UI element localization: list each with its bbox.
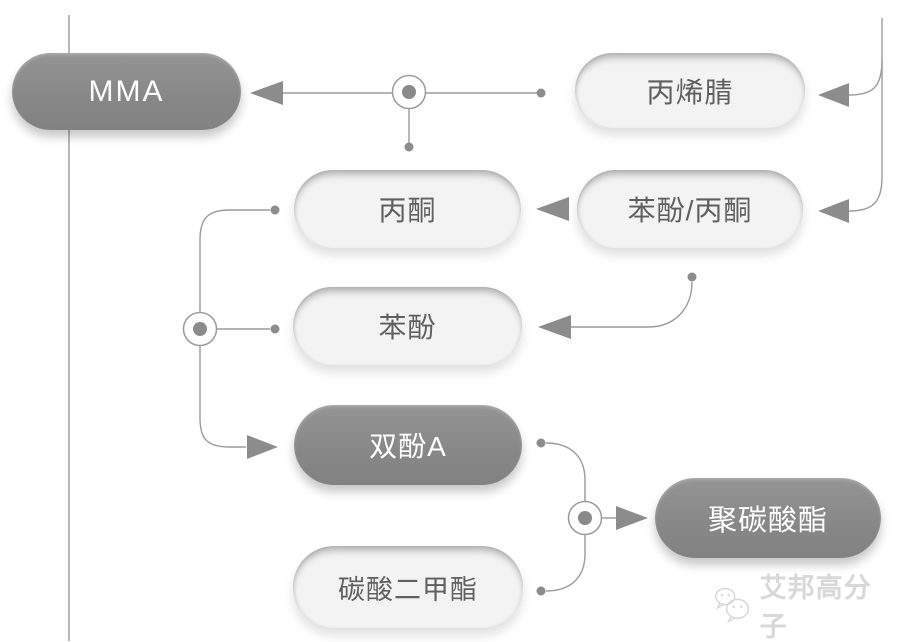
node-acetone-label: 丙酮 xyxy=(378,195,437,226)
node-acetone: 丙酮 xyxy=(294,170,521,248)
endpoint-dot xyxy=(536,88,546,98)
node-dimethyl-carbonate-label: 碳酸二甲酯 xyxy=(338,574,478,605)
arrowhead-left-icon xyxy=(818,83,849,107)
endpoint-dot xyxy=(536,438,546,448)
node-dimethyl-carbonate: 碳酸二甲酯 xyxy=(293,546,523,628)
wechat-icon xyxy=(715,587,750,624)
watermark: 艾邦高分子 xyxy=(712,573,892,642)
junction-left-icon xyxy=(182,311,218,347)
endpoint-dot xyxy=(270,324,280,334)
node-bisphenol-a: 双酚A xyxy=(294,405,522,485)
node-bisphenol-a-label: 双酚A xyxy=(369,431,447,462)
edge-phenol-acetone-to-acetone xyxy=(536,197,569,221)
edge-junction-top-to-acetone xyxy=(404,108,414,152)
arrowhead-left-icon xyxy=(250,81,283,105)
node-acrylonitrile-label: 丙烯腈 xyxy=(646,76,734,108)
node-phenol-acetone: 苯酚/丙酮 xyxy=(577,170,803,248)
endpoint-dot xyxy=(536,586,546,596)
edge-junction-bottom-to-polycarbonate xyxy=(601,506,648,530)
edge-junction-left-to-bisphenol-a xyxy=(199,345,278,459)
arrowhead-right-icon xyxy=(247,435,278,459)
edge-feed-to-phenol-acetone xyxy=(818,176,883,223)
node-phenol-label: 苯酚 xyxy=(378,312,437,343)
edge-phenol-to-junction-left xyxy=(216,324,280,334)
arrowhead-left-icon xyxy=(536,197,569,221)
edge-dimethyl-carbonate-to-junction-bottom xyxy=(536,535,586,596)
node-polycarbonate: 聚碳酸酯 xyxy=(655,478,881,558)
node-phenol-acetone-label: 苯酚/丙酮 xyxy=(627,195,753,226)
edge-bisphenol-a-to-junction-bottom xyxy=(536,438,586,501)
node-polycarbonate-label: 聚碳酸酯 xyxy=(707,505,828,537)
node-mma-label: MMA xyxy=(88,74,165,108)
node-acrylonitrile: 丙烯腈 xyxy=(575,53,805,128)
arrowhead-left-icon xyxy=(538,315,571,339)
edge-acetone-to-junction-left xyxy=(199,205,280,313)
arrowhead-right-icon xyxy=(616,506,648,530)
endpoint-dot xyxy=(404,142,414,152)
arrowhead-left-icon xyxy=(818,199,849,223)
node-mma: MMA xyxy=(12,53,241,130)
junction-top-icon xyxy=(391,74,427,110)
watermark-text: 艾邦高分子 xyxy=(759,573,872,642)
endpoint-dot xyxy=(687,272,697,282)
node-phenol: 苯酚 xyxy=(293,287,522,365)
junction-bottom-icon xyxy=(567,500,603,536)
edge-feed-to-acrylonitrile xyxy=(818,59,883,107)
endpoint-dot xyxy=(270,205,280,215)
edge-phenol-acetone-to-phenol xyxy=(538,272,697,339)
